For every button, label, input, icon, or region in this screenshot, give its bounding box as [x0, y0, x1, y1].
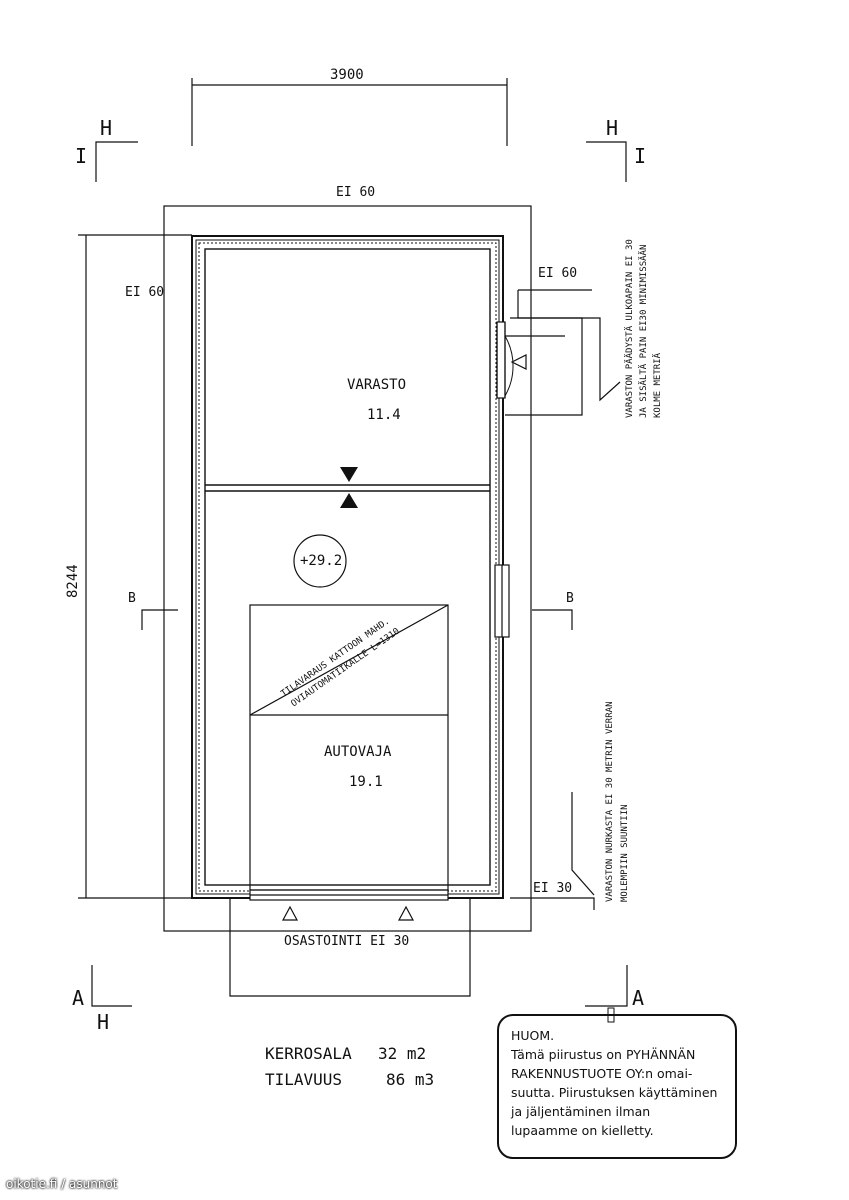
reservation-area	[249, 604, 449, 891]
section-mark-top-right	[586, 141, 627, 182]
note-line-1: HUOM.	[511, 1028, 555, 1043]
note-line-4: suutta. Piirustuksen käyttäminen	[511, 1085, 718, 1100]
volume-value: 86 m3	[386, 1070, 435, 1089]
fire-rating-left: EI 60	[125, 285, 165, 300]
outer-boundary	[163, 205, 532, 932]
section-mark-b-right	[532, 609, 573, 630]
volume-label: TILAVUUS	[265, 1070, 343, 1089]
fire-rating-top: EI 60	[336, 185, 376, 200]
side-note-top-line1: VARASTON PÄÄDYSTÄ ULKOAPAIN EI 30	[625, 239, 635, 418]
note-line-6: lupaamme on kielletty.	[511, 1123, 654, 1138]
watermark: oikotie.fi / asunnot	[6, 1177, 118, 1191]
side-note-top-line3: KOLME METRIÄ	[653, 352, 663, 418]
height-label: 8244	[65, 564, 81, 598]
section-label-i-top-left: I	[75, 144, 88, 168]
door-fire-zone	[505, 290, 583, 416]
floor-area-label: KERROSALA	[265, 1044, 352, 1063]
side-note-top-line2: JA SISÄLTÄ PAIN EI30 MINIMISSÄÄN	[639, 244, 649, 418]
room-name-garage: AUTOVAJA	[324, 744, 392, 760]
side-note-bottom-line1: VARASTON NURKASTA EI 30 METRIN VERRAN	[605, 701, 615, 902]
inner-wall	[204, 248, 491, 886]
door-swing-arc	[504, 335, 514, 397]
fire-rating-door: EI 60	[538, 266, 578, 281]
fire-rating-partition: OSASTOINTI EI 30	[284, 934, 410, 949]
outer-wall	[191, 235, 504, 899]
level-circle	[293, 534, 347, 588]
width-label: 3900	[330, 67, 364, 83]
section-mark-b-left	[141, 609, 178, 630]
section-mark-a-left	[91, 965, 132, 1007]
section-label-a-left: A	[72, 986, 85, 1010]
room-area-garage: 19.1	[349, 774, 383, 790]
section-label-h-bottom-left: H	[97, 1010, 110, 1034]
section-label-h-top-left: H	[100, 116, 113, 140]
side-note-bottom-line2: MOLEMPIIN SUUNTIIN	[620, 804, 630, 902]
section-label-b-right: B	[566, 591, 574, 606]
partition-fire-zone	[229, 898, 471, 997]
section-label-i-top-right: I	[634, 144, 647, 168]
floor-area-value: 32 m2	[378, 1044, 427, 1063]
section-label-h-top-right: H	[606, 116, 619, 140]
fire-rating-bottom-right: EI 30	[533, 881, 573, 896]
room-area-storage: 11.4	[367, 407, 401, 423]
section-label-b-left: B	[128, 591, 136, 606]
level-label: +29.2	[300, 553, 343, 569]
note-line-2: Tämä piirustus on PYHÄNNÄN	[511, 1047, 696, 1062]
section-mark-a-right	[585, 965, 628, 1007]
room-name-storage: VARASTO	[347, 377, 407, 393]
copyright-note-box: HUOM. Tämä piirustus on PYHÄNNÄN RAKENNU…	[497, 1014, 737, 1159]
section-label-a-right: A	[632, 986, 645, 1010]
note-line-5: ja jäljentäminen ilman	[511, 1104, 651, 1119]
note-line-3: RAKENNUSTUOTE OY:n omai-	[511, 1066, 693, 1081]
section-mark-top-left	[95, 141, 138, 182]
